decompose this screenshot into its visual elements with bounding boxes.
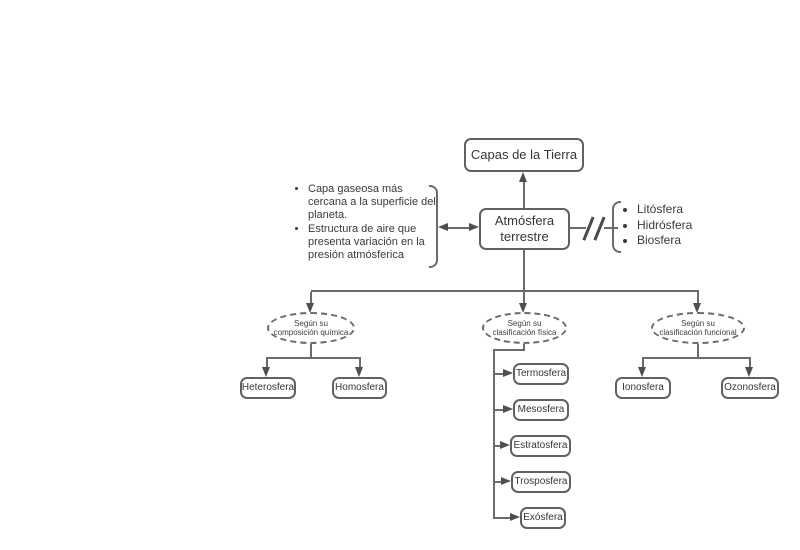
node-label: Estratosfera <box>513 440 568 451</box>
connector-cat2-spine <box>493 349 495 519</box>
bracket-left-icon <box>612 201 621 253</box>
arrowhead-left-icon <box>438 223 448 231</box>
node-ionosfera: Ionosfera <box>615 377 671 399</box>
connector-to-trosposfera <box>494 481 504 483</box>
node-exosfera: Exósfera <box>520 507 566 529</box>
node-heterosfera: Heterosfera <box>240 377 296 399</box>
connector-drop-cat1 <box>310 292 312 305</box>
note-item: Biosfera <box>637 233 714 249</box>
arrowhead-down-icon <box>693 303 701 313</box>
connector-cat1-drop1 <box>266 357 268 367</box>
connector-cat2-stub <box>523 344 525 351</box>
arrowhead-down-icon <box>519 303 527 313</box>
node-label: Ionosfera <box>622 382 664 393</box>
node-label: Heterosfera <box>241 382 295 393</box>
category-label-line2: clasificación funcional <box>659 328 737 337</box>
connector-to-mesosfera <box>494 409 505 411</box>
right-notes: Litósfera Hidrósfera Biosfera <box>624 202 714 249</box>
connector-center-trunk <box>523 250 525 291</box>
connector-cat3-bar <box>643 357 751 359</box>
category-clasificacion-fisica: Según su clasificación física <box>482 312 567 344</box>
arrowhead-right-icon <box>469 223 479 231</box>
node-mesosfera: Mesosfera <box>513 399 569 421</box>
category-label-line1: Según su <box>507 318 542 328</box>
category-label-line1: Según su <box>681 318 715 328</box>
connector-center-to-root <box>523 181 525 209</box>
arrowhead-right-icon <box>501 477 511 485</box>
note-item: Capa gaseosa más cercana a la superficie… <box>308 183 436 223</box>
arrowhead-down-icon <box>638 367 646 377</box>
arrowhead-down-icon <box>306 303 314 313</box>
node-label-line2: terrestre <box>500 229 549 244</box>
category-label-line2: composición química <box>273 328 349 337</box>
arrowhead-up-icon <box>519 172 527 182</box>
connector-cat3-stem <box>697 344 699 359</box>
note-item: Litósfera <box>637 202 714 218</box>
category-clasificacion-funcional: Según su clasificación funcional <box>651 312 745 344</box>
category-label-line2: clasificación física <box>492 328 557 337</box>
connector-center-to-leftnotes <box>446 227 472 229</box>
node-estratosfera: Estratosfera <box>510 435 571 457</box>
node-label: Exósfera <box>523 512 563 523</box>
arrowhead-down-icon <box>745 367 753 377</box>
arrowhead-down-icon <box>262 367 270 377</box>
node-label-line1: Atmósfera <box>494 213 555 228</box>
arrowhead-down-icon <box>355 367 363 377</box>
connector-to-termosfera <box>494 373 505 375</box>
node-label: Termosfera <box>515 368 566 379</box>
node-termosfera: Termosfera <box>513 363 569 385</box>
node-capas-de-la-tierra: Capas de la Tierra <box>464 138 584 172</box>
connector-drop-cat2 <box>523 292 525 305</box>
category-composicion-quimica: Según su composición química <box>267 312 355 344</box>
connector-to-exosfera <box>494 517 512 519</box>
bracket-right-icon <box>429 185 438 268</box>
node-label: Mesosfera <box>517 404 565 415</box>
node-label: Capas de la Tierra <box>470 147 578 162</box>
connector-center-to-rightnotes-a <box>570 227 586 229</box>
connector-cat1-drop2 <box>359 357 361 367</box>
node-label: Ozonosfera <box>724 382 776 393</box>
connector-drop-cat3 <box>697 292 699 305</box>
node-trosposfera: Trosposfera <box>511 471 571 493</box>
arrowhead-right-icon <box>510 513 520 521</box>
node-ozonosfera: Ozonosfera <box>721 377 779 399</box>
arrowhead-right-icon <box>503 369 513 377</box>
connector-cat1-stem <box>310 344 312 359</box>
connector-cat2-jog <box>493 349 525 351</box>
category-label-line1: Según su <box>294 318 328 328</box>
connector-cat1-bar <box>267 357 361 359</box>
arrowhead-right-icon <box>503 405 513 413</box>
connector-cat3-drop1 <box>642 357 644 367</box>
node-label: Trosposfera <box>514 476 568 487</box>
node-atmosfera-terrestre: Atmósfera terrestre <box>479 208 570 250</box>
arrowhead-right-icon <box>500 441 510 449</box>
node-label: Homosfera <box>335 382 384 393</box>
connector-center-to-rightnotes-b <box>604 227 618 229</box>
note-item: Estructura de aire que presenta variació… <box>308 223 436 263</box>
connector-to-estratosfera <box>494 445 503 447</box>
connector-branch-bar <box>311 290 699 292</box>
node-homosfera: Homosfera <box>332 377 387 399</box>
note-item: Hidrósfera <box>637 218 714 234</box>
connector-cat3-drop2 <box>749 357 751 367</box>
left-notes: Capa gaseosa más cercana a la superficie… <box>295 183 436 262</box>
